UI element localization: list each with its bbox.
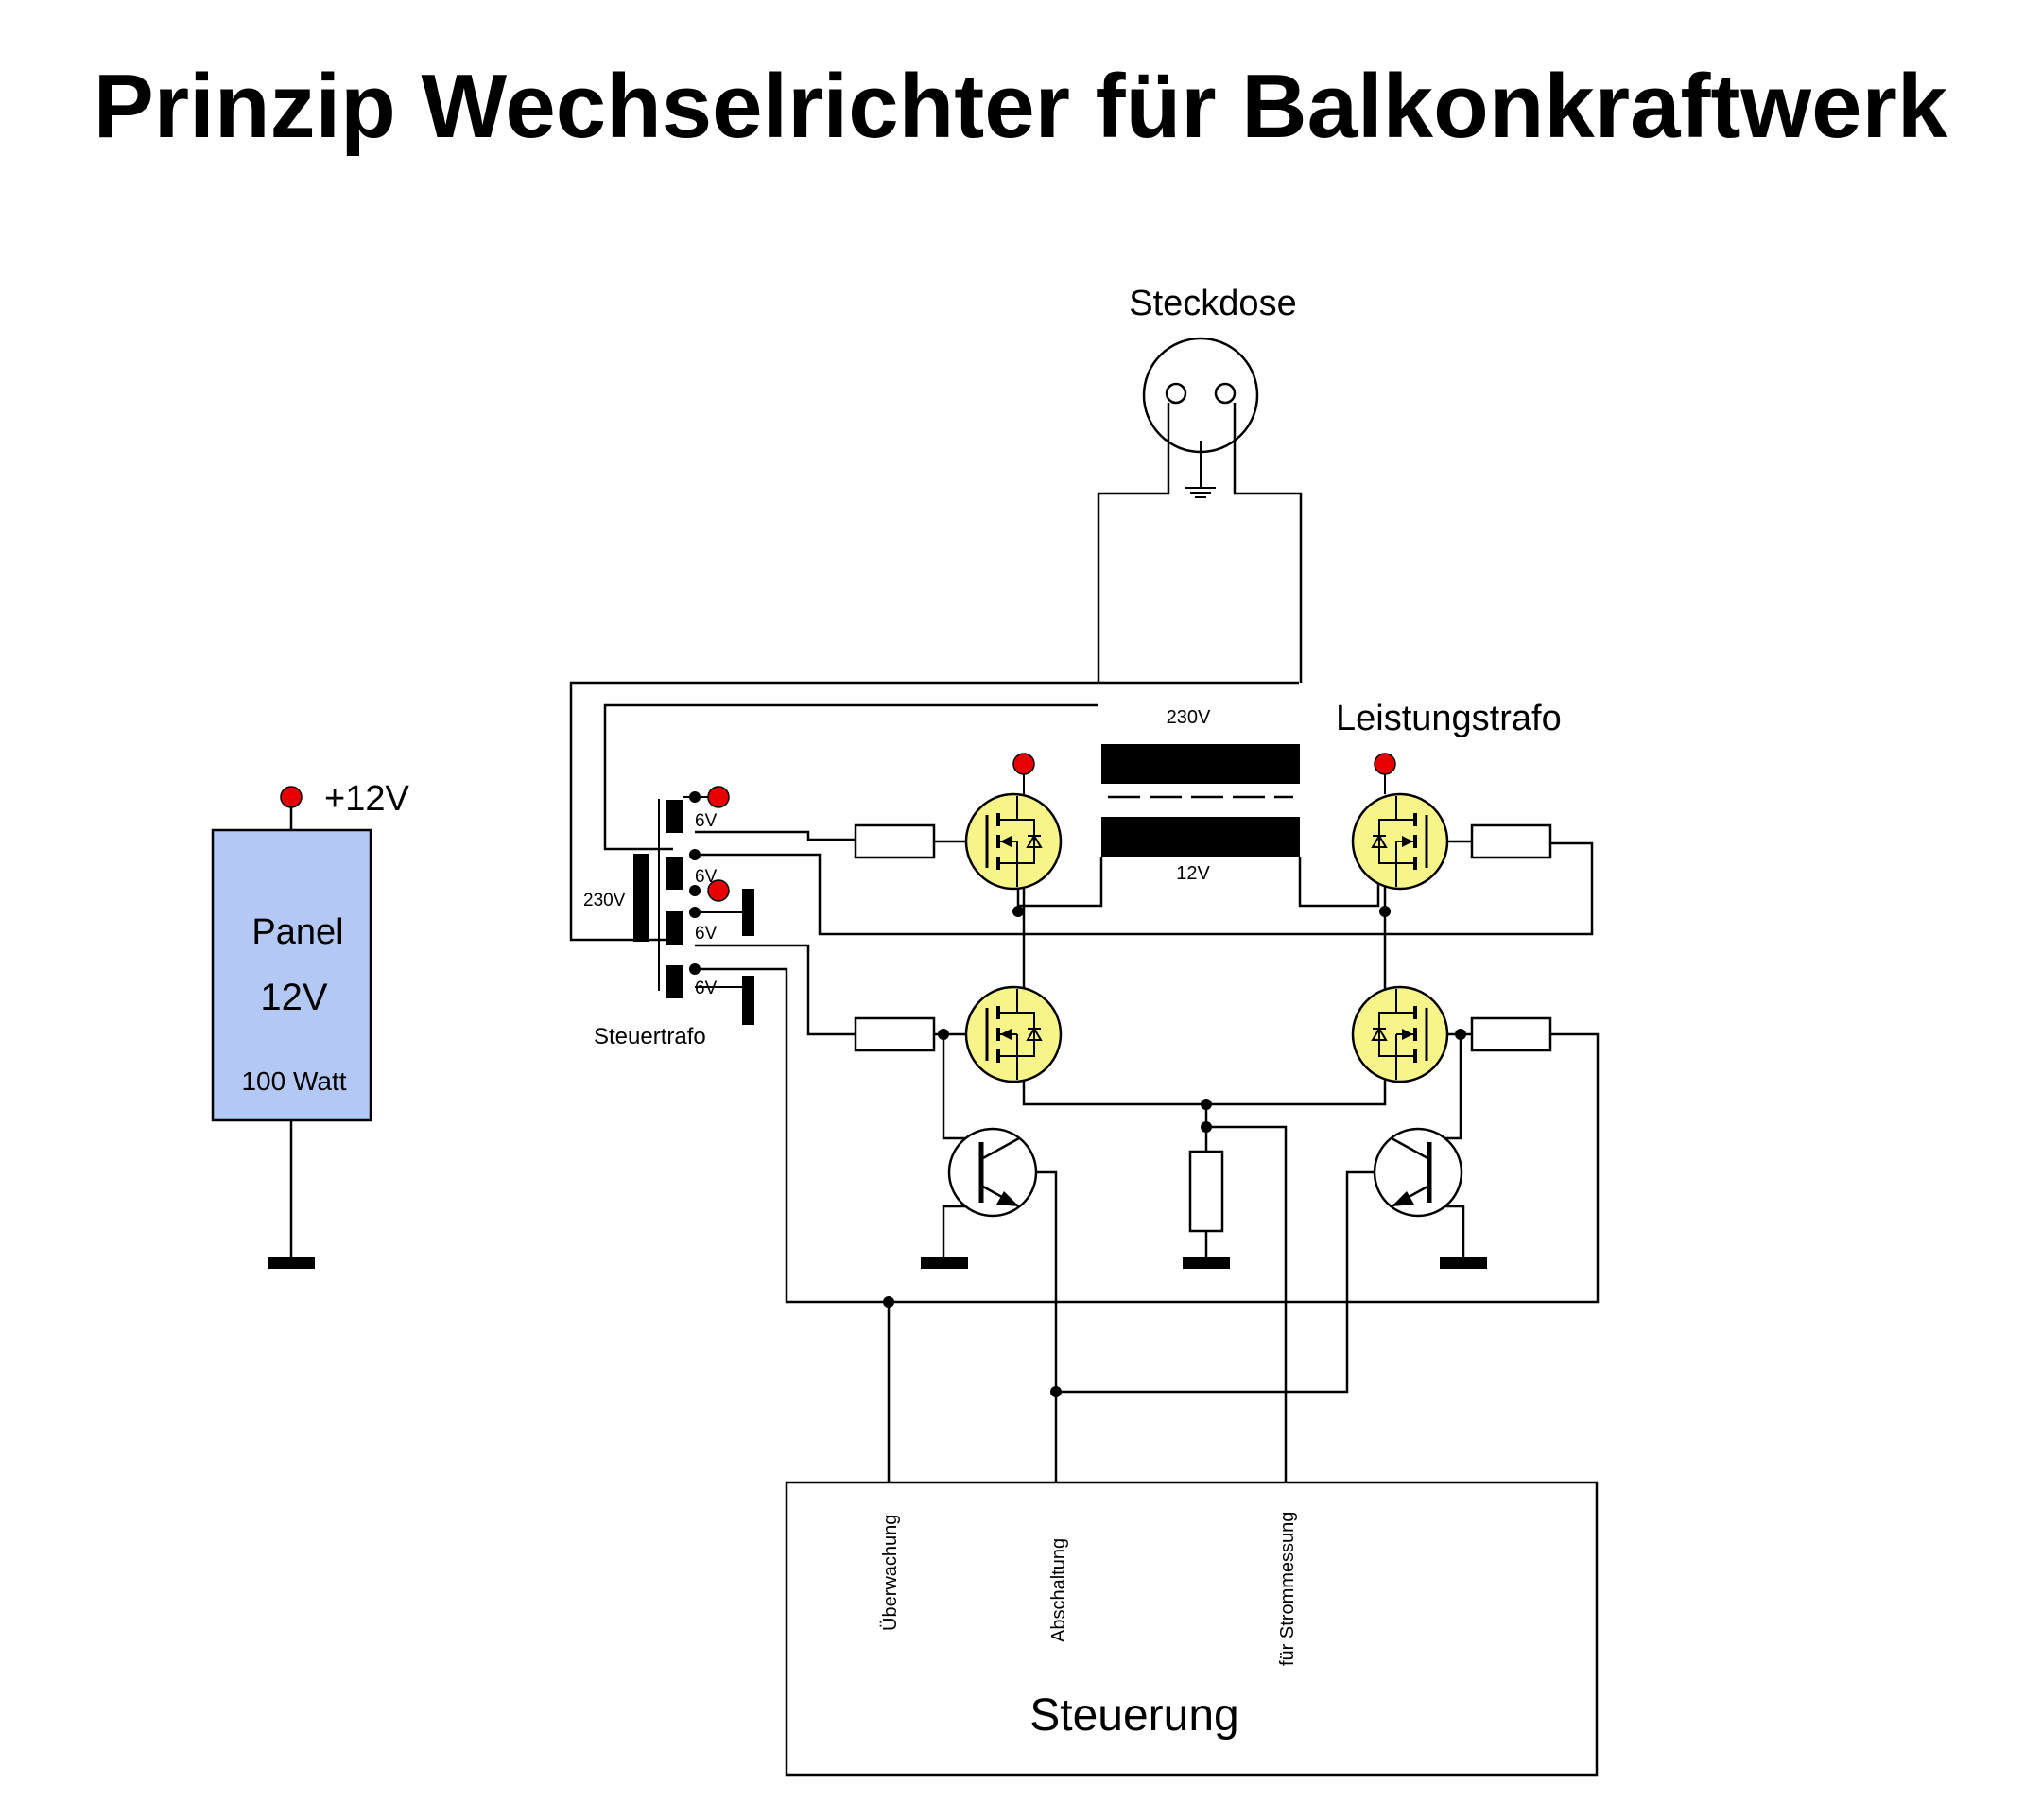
panel-voltage: 12V <box>260 977 327 1018</box>
outlet-label: Steckdose <box>1129 284 1296 323</box>
mosfet-icon <box>1351 792 1449 891</box>
outlet-icon <box>1142 337 1259 454</box>
resistor <box>1188 1150 1224 1233</box>
shunt-resistor <box>1183 1104 1288 1482</box>
controller: Steuerung Überwachung Abschaltung für St… <box>785 1481 1599 1777</box>
supply-terminal-icon <box>280 786 303 808</box>
mosfet-icon <box>964 985 1063 1083</box>
ground-icon <box>1183 1257 1230 1269</box>
resistor <box>1470 823 1552 859</box>
outlet: Steckdose <box>1097 284 1303 683</box>
signal-shutdown-label: Abschaltung <box>1048 1538 1069 1642</box>
ground-icon <box>921 1257 968 1269</box>
ground-icon <box>268 1257 315 1269</box>
mosfet-bridge <box>964 753 1449 1110</box>
terminal-icon <box>707 786 730 808</box>
panel-name: Panel <box>251 912 343 952</box>
resistor <box>854 1016 936 1052</box>
ground-icon <box>1440 1257 1487 1269</box>
panel-box <box>211 828 372 1122</box>
power-transformer: Leistungstrafo 230V 12V <box>569 681 1562 942</box>
control-winding-label: 6V <box>695 867 718 887</box>
transistor-icon <box>949 1129 1036 1216</box>
page-title: Prinzip Wechselrichter für Balkonkraftwe… <box>93 56 1948 157</box>
control-primary-label: 230V <box>583 891 626 910</box>
terminal-icon <box>707 879 730 902</box>
terminal-icon <box>1012 753 1035 775</box>
solar-panel: Panel 12V 100 Watt +12V <box>211 779 409 1269</box>
control-transformer: 230V 6V 6V 6V 6V Steuertrafo <box>583 786 1600 1304</box>
panel-power: 100 Watt <box>241 1066 346 1096</box>
power-transformer-label: Leistungstrafo <box>1336 699 1562 738</box>
power-secondary-label: 12V <box>1176 863 1210 884</box>
control-winding-label: 6V <box>695 979 718 998</box>
mosfet-icon <box>1351 985 1449 1083</box>
control-transformer-label: Steuertrafo <box>594 1024 706 1049</box>
power-primary-label: 230V <box>1167 707 1211 728</box>
control-winding-label: 6V <box>695 924 718 944</box>
controller-box <box>785 1481 1599 1777</box>
signal-current-label: für Strommessung <box>1277 1512 1298 1666</box>
terminal-icon <box>1374 753 1396 775</box>
shutdown-transistors <box>921 1029 1487 1482</box>
control-winding-label: 6V <box>695 811 718 831</box>
supply-label: +12V <box>324 779 409 819</box>
signal-monitoring-label: Überwachung <box>880 1515 901 1631</box>
controller-label: Steuerung <box>1029 1690 1239 1741</box>
transistor-icon <box>1375 1129 1462 1216</box>
mosfet-icon <box>964 792 1063 891</box>
gate-resistors <box>854 823 1552 1052</box>
resistor <box>1470 1016 1552 1052</box>
resistor <box>854 823 936 859</box>
